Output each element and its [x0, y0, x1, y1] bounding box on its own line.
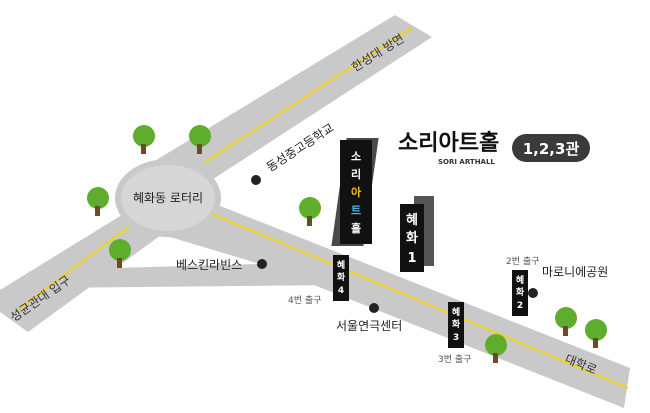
exit2-char: 혜 [516, 274, 524, 286]
tree-icon [485, 334, 507, 363]
exit4-char: 4 [338, 286, 344, 296]
theater-center-label: 서울연극센터 [336, 319, 402, 333]
centerline-sungkyun [17, 225, 131, 311]
halls-badge [512, 134, 590, 162]
exit4-char: 화 [337, 271, 346, 283]
exit1-char: 화 [406, 230, 418, 246]
road-sungkyun [0, 205, 168, 332]
building-char: 소 [351, 150, 361, 163]
tree-icon [555, 307, 577, 336]
trees [87, 125, 607, 363]
tree-icon [585, 319, 607, 348]
building-char: 트 [351, 204, 361, 217]
building-char: 아 [351, 185, 362, 199]
roads [0, 15, 630, 408]
centerline-hansung [204, 27, 413, 163]
tree-icon [109, 239, 131, 268]
exit3-char: 3 [453, 333, 459, 343]
tree-icon [189, 125, 211, 154]
exit2-char: 화 [516, 286, 525, 298]
road-daehakro [150, 194, 630, 408]
exit2-char: 2 [517, 301, 523, 311]
rotary-circle [115, 159, 221, 237]
station-exit-1-sign: 혜 화 1 [400, 196, 434, 272]
centerline-daehakro [211, 213, 629, 389]
venue-sub-logo: SORI ARTHALL [438, 158, 495, 166]
theater-center-marker [369, 303, 379, 313]
park-label: 마로니에공원 [542, 265, 608, 279]
station-exit-3-sign: 혜 화 3 [448, 302, 464, 348]
venue-logo-text: 소리아트홀 [398, 130, 499, 156]
exit1-char: 혜 [406, 212, 418, 228]
exit3-char: 혜 [452, 306, 460, 318]
station-exit-4-sign: 혜 화 4 [333, 255, 349, 301]
venue-logo: 소리아트홀 SORI ARTHALL 1,2,3관 [398, 130, 590, 166]
road-west [40, 262, 340, 288]
exit2-label: 2번 출구 [506, 256, 539, 267]
baskin-label: 베스킨라빈스 [176, 258, 242, 272]
tree-icon [133, 125, 155, 154]
baskin-marker [257, 259, 267, 269]
exit4-label: 4번 출구 [288, 295, 321, 306]
road-hansung [148, 15, 432, 194]
school-marker [251, 175, 261, 185]
halls-label: 1,2,3관 [523, 140, 580, 158]
exit3-label: 3번 출구 [438, 354, 471, 365]
exit3-char: 화 [452, 318, 461, 330]
station-exit-2-sign: 혜 화 2 [512, 270, 528, 316]
rotary-label: 혜화동 로터리 [133, 191, 203, 205]
venue-building: 소 리 아 트 홀 [331, 138, 379, 246]
tree-icon [299, 197, 321, 226]
exit4-char: 혜 [337, 259, 345, 271]
building-char: 리 [351, 167, 361, 181]
building-char: 홀 [351, 221, 361, 235]
park-marker [528, 288, 538, 298]
tree-icon [87, 187, 109, 216]
exit1-char: 1 [407, 251, 416, 266]
